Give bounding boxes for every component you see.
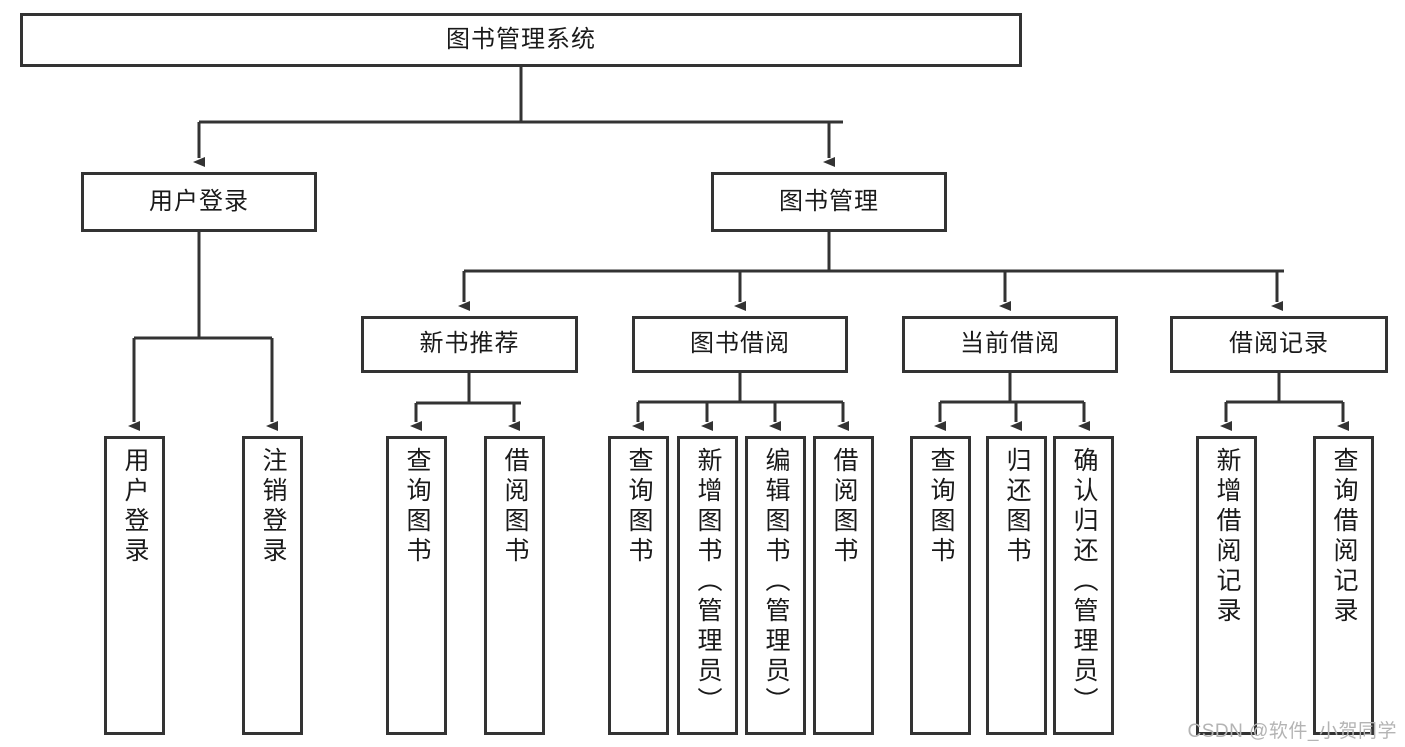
node-leaf-query-book-cur[interactable]: 查询图书 [910,436,971,735]
node-leaf-query-book-rec[interactable]: 查询图书 [386,436,447,735]
node-book-borrow-label: 图书借阅 [690,330,790,358]
node-leaf-return-book-label: 归还图书 [1003,447,1031,567]
node-leaf-edit-book-label: 编辑图书（管理员） [762,447,790,717]
connector-new-book-recommend-to-leaves [410,373,521,431]
node-leaf-query-book-borrow-label: 查询图书 [625,447,653,567]
node-current-borrow[interactable]: 当前借阅 [902,316,1118,373]
node-leaf-user-logout[interactable]: 注销登录 [242,436,303,735]
node-user-login[interactable]: 用户登录 [81,172,317,232]
node-book-manage[interactable]: 图书管理 [711,172,947,232]
node-leaf-confirm-return-label: 确认归还（管理员） [1070,447,1098,717]
node-leaf-query-book-borrow[interactable]: 查询图书 [608,436,669,735]
node-book-manage-label: 图书管理 [779,187,879,215]
node-new-book-recommend[interactable]: 新书推荐 [361,316,578,373]
node-leaf-borrow-book-label: 借阅图书 [830,447,858,567]
node-leaf-user-login-label: 用户登录 [121,447,149,567]
node-leaf-query-book-cur-label: 查询图书 [927,447,955,567]
connector-user-login-to-leaves [128,232,278,431]
node-leaf-query-book-rec-label: 查询图书 [403,447,431,567]
node-leaf-user-login[interactable]: 用户登录 [104,436,165,735]
node-leaf-borrow-book[interactable]: 借阅图书 [813,436,874,735]
node-leaf-add-borrow-record-label: 新增借阅记录 [1213,447,1241,627]
node-leaf-query-borrow-record[interactable]: 查询借阅记录 [1313,436,1374,735]
node-leaf-query-borrow-record-label: 查询借阅记录 [1330,447,1358,627]
node-leaf-return-book[interactable]: 归还图书 [986,436,1047,735]
connector-book-borrow-to-leaves [632,373,849,431]
node-leaf-add-borrow-record[interactable]: 新增借阅记录 [1196,436,1257,735]
node-root-label: 图书管理系统 [446,25,596,53]
connector-borrow-record-to-leaves [1220,373,1349,431]
node-borrow-record[interactable]: 借阅记录 [1170,316,1388,373]
node-leaf-edit-book[interactable]: 编辑图书（管理员） [745,436,806,735]
node-user-login-label: 用户登录 [149,187,249,215]
node-leaf-add-book[interactable]: 新增图书（管理员） [677,436,738,735]
node-leaf-confirm-return[interactable]: 确认归还（管理员） [1053,436,1114,735]
node-leaf-add-book-label: 新增图书（管理员） [694,447,722,717]
node-current-borrow-label: 当前借阅 [960,330,1060,358]
connector-root-to-level2 [193,67,843,167]
node-new-book-recommend-label: 新书推荐 [419,330,520,358]
node-book-borrow[interactable]: 图书借阅 [632,316,848,373]
connector-current-borrow-to-leaves [934,373,1090,431]
node-borrow-record-label: 借阅记录 [1229,330,1329,358]
connector-book-manage-to-level3 [458,232,1284,311]
node-root[interactable]: 图书管理系统 [20,13,1022,67]
node-leaf-user-logout-label: 注销登录 [259,447,287,567]
node-leaf-borrow-book-rec[interactable]: 借阅图书 [484,436,545,735]
node-leaf-borrow-book-rec-label: 借阅图书 [501,447,529,567]
